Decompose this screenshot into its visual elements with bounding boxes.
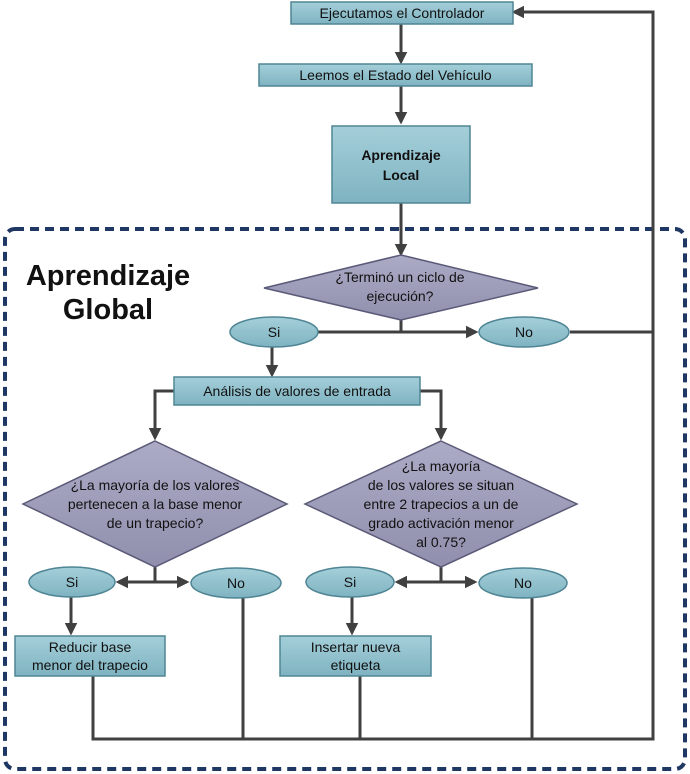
decision-mayoria-base bbox=[21, 440, 289, 568]
terminal-no-1 bbox=[478, 316, 570, 348]
label-leer: Leemos el Estado del Vehículo bbox=[299, 66, 492, 83]
return-bus bbox=[91, 332, 655, 741]
connectors bbox=[64, 5, 655, 741]
arrow-analisis-left bbox=[148, 389, 174, 441]
label-no-3: No bbox=[514, 574, 532, 591]
process-reducir bbox=[14, 635, 166, 677]
decision-termino bbox=[263, 254, 539, 321]
arrow-right-si bbox=[394, 567, 443, 589]
terminal-si-2 bbox=[28, 566, 116, 598]
label-mayoria-trapecios: ¿La mayoría de los valores se situan ent… bbox=[363, 457, 519, 550]
terminal-si-3 bbox=[305, 566, 395, 598]
process-ejecutar bbox=[290, 1, 514, 25]
label-mayoria-base: ¿La mayoría de los valores pertenecen a … bbox=[67, 476, 243, 531]
terminal-no-2 bbox=[190, 567, 282, 599]
label-si-3: Si bbox=[343, 573, 357, 590]
label-analisis: Análisis de valores de entrada bbox=[203, 382, 391, 399]
label-insertar: Insertar nueva etiqueta bbox=[310, 639, 401, 673]
terminal-si-1 bbox=[229, 316, 319, 348]
global-learning-region bbox=[3, 227, 687, 771]
terminal-no-3 bbox=[478, 567, 568, 599]
process-analisis bbox=[173, 376, 421, 406]
label-reducir: Reducir base menor del trapecio bbox=[32, 639, 148, 673]
arrow-no-loop-top bbox=[511, 5, 655, 334]
label-no-2: No bbox=[227, 574, 245, 591]
arrow-left-si bbox=[115, 567, 157, 589]
region-title: Aprendizaje Global bbox=[25, 260, 191, 326]
process-aprendizaje-local bbox=[331, 125, 471, 204]
label-si-2: Si bbox=[65, 573, 79, 590]
arrow-termino-si bbox=[265, 320, 403, 378]
label-ejecutar: Ejecutamos el Controlador bbox=[319, 4, 485, 21]
decision-mayoria-trapecios bbox=[303, 440, 579, 568]
label-no-1: No bbox=[515, 323, 533, 340]
process-leer bbox=[258, 63, 533, 87]
process-insertar bbox=[279, 635, 432, 677]
label-termino: ¿Terminó un ciclo de ejecución? bbox=[335, 269, 465, 304]
arrow-analisis-right bbox=[420, 389, 448, 441]
label-aprendizaje-local: Aprendizaje Local bbox=[361, 146, 441, 183]
label-si-1: Si bbox=[267, 323, 281, 340]
